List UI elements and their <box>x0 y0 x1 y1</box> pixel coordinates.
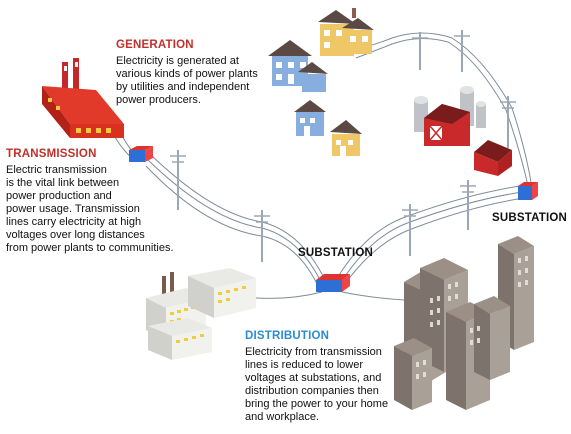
generation-description: Electricity is generated at various kind… <box>116 55 258 107</box>
generation-line: Electricity is generated at <box>116 55 239 67</box>
substation-box-right <box>518 182 538 200</box>
transmission-title: TRANSMISSION <box>6 148 97 160</box>
house-icon-blue <box>268 40 328 92</box>
distribution-line: voltages at substations, and <box>245 372 382 384</box>
transmission-line: lines carry electricity at high <box>6 216 142 228</box>
pole-crossarms <box>170 35 516 223</box>
distribution-line: lines is reduced to lower <box>245 359 364 371</box>
distribution-line: Electricity from transmission <box>245 346 382 358</box>
distribution-description: Electricity from transmission lines is r… <box>245 346 388 424</box>
transmission-line: from power plants to communities. <box>6 242 174 254</box>
substation-right-label: SUBSTATION <box>492 212 568 224</box>
transmission-line: Electric transmission <box>6 164 107 176</box>
shed-icon <box>474 140 512 176</box>
substation-box-left <box>129 146 153 162</box>
city-buildings-icon <box>394 236 534 410</box>
substation-box-center <box>316 274 350 292</box>
generation-line: power producers. <box>116 94 201 106</box>
house-icon-small-blue <box>294 100 326 136</box>
substation-center-label: SUBSTATION <box>298 247 374 259</box>
generation-line: by utilities and independent <box>116 81 250 93</box>
transmission-line: is the vital link between <box>6 177 120 189</box>
barn-icon <box>424 104 470 146</box>
transmission-line: power production and <box>6 190 112 202</box>
distribution-line: bring the power to your home <box>245 398 389 410</box>
house-icon-small-yellow <box>330 120 362 156</box>
transmission-description: Electric transmission is the vital link … <box>6 164 174 255</box>
transmission-line: voltages over long distances <box>6 229 145 241</box>
distribution-line: and workplace. <box>245 411 319 423</box>
distribution-title: DISTRIBUTION <box>245 330 330 342</box>
distribution-line: distribution companies then <box>245 385 379 397</box>
house-icon-yellow <box>318 8 374 56</box>
generation-line: various kinds of power plants <box>116 68 258 80</box>
factory-icon <box>146 268 256 360</box>
generation-title: GENERATION <box>116 39 194 51</box>
power-plant-icon <box>42 58 124 138</box>
transmission-line: power usage. Transmission <box>6 203 140 215</box>
